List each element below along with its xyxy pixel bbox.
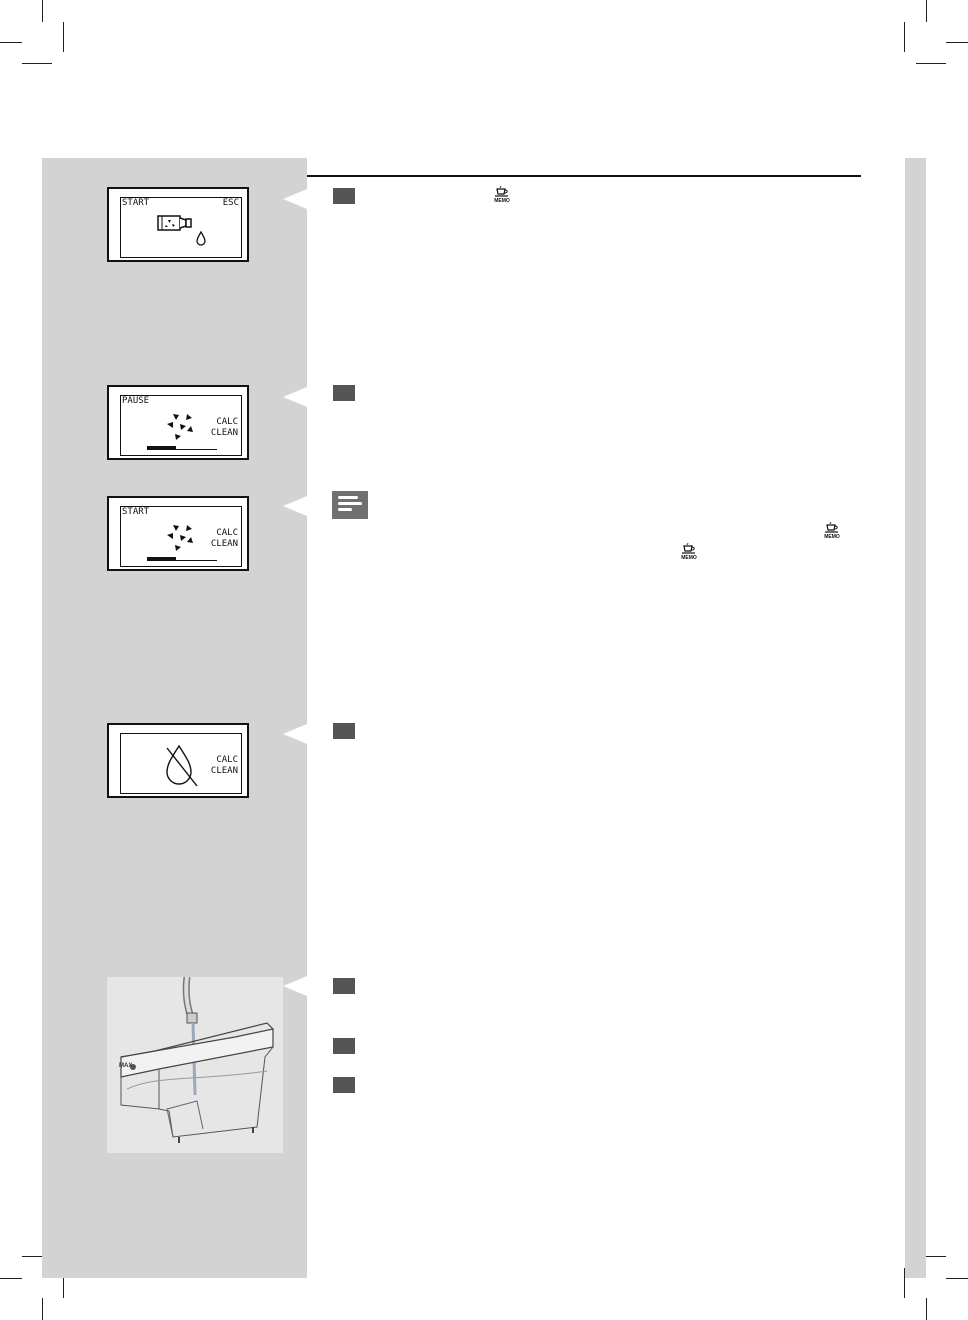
memo-button-icon: MEMO (677, 543, 701, 565)
spinner-icon (167, 525, 193, 551)
crop-mark (946, 1278, 968, 1279)
crop-mark (63, 22, 64, 52)
lcd-right-label: ESC (222, 198, 239, 208)
step-number-box (333, 723, 355, 739)
lcd-left-label: START (122, 198, 150, 208)
tank-max-mark: MAX (119, 1063, 133, 1069)
crop-mark (926, 0, 927, 22)
step-number-box (333, 1038, 355, 1054)
crop-mark (904, 1268, 905, 1298)
memo-button-icon: MEMO (820, 522, 844, 544)
crop-mark (916, 63, 946, 64)
lcd-screen: PAUSE CALC CLEAN (120, 395, 242, 456)
crop-mark (42, 1298, 43, 1320)
right-margin-bar (905, 158, 926, 1278)
crop-mark (42, 0, 43, 22)
lcd-display-empty-tank: CALC CLEAN (107, 723, 249, 798)
progress-fill (147, 557, 177, 561)
crop-mark (22, 1256, 52, 1257)
note-line (338, 502, 362, 505)
crop-mark (926, 1298, 927, 1320)
memo-label: MEMO (681, 555, 697, 561)
crop-mark (916, 1256, 946, 1257)
crop-mark (904, 22, 905, 52)
lcd-left-label: PAUSE (122, 396, 150, 406)
cup-icon (825, 522, 838, 533)
lcd-display-start-esc: START ESC (107, 187, 249, 262)
lcd-display-pause: PAUSE CALC CLEAN (107, 385, 249, 460)
lcd-calc-label: CALC (216, 528, 238, 538)
lcd-clean-label: CLEAN (210, 766, 238, 776)
step-number-box (333, 385, 355, 401)
lcd-display-start: START CALC CLEAN (107, 496, 249, 571)
lcd-screen: START CALC CLEAN (120, 506, 242, 567)
lcd-clean-label: CLEAN (210, 428, 238, 438)
progress-bar (147, 446, 217, 450)
crop-mark (0, 1278, 22, 1279)
crossed-drop-icon (166, 744, 198, 787)
crop-mark (63, 1268, 64, 1298)
lcd-screen: START ESC (120, 197, 242, 258)
crop-mark (0, 42, 22, 43)
lcd-calc-label: CALC (216, 755, 238, 765)
crop-mark (22, 63, 52, 64)
callout-pointer (283, 387, 307, 407)
memo-label: MEMO (494, 198, 510, 204)
step-number-box (333, 978, 355, 994)
note-icon (332, 491, 368, 519)
water-tank-drawing (120, 976, 274, 1143)
callout-pointer (283, 976, 307, 996)
progress-fill (147, 446, 177, 450)
crop-mark (946, 42, 968, 43)
progress-bar (147, 557, 217, 561)
memo-label: MEMO (824, 534, 840, 540)
lcd-calc-label: CALC (216, 417, 238, 427)
callout-pointer (283, 724, 307, 744)
water-tank-illustration: MAX (107, 976, 283, 1153)
lcd-screen: CALC CLEAN (120, 733, 242, 794)
step-number-box (333, 188, 355, 204)
callout-pointer (283, 189, 307, 209)
cup-icon (682, 543, 695, 554)
lcd-clean-label: CLEAN (210, 539, 238, 549)
callout-pointer (283, 496, 307, 516)
note-line (338, 508, 352, 511)
memo-button-icon: MEMO (490, 186, 514, 208)
header-rule (307, 175, 861, 177)
bottle-drop-icon (157, 215, 206, 246)
cup-icon (495, 186, 508, 197)
step-number-box (333, 1077, 355, 1093)
lcd-left-label: START (122, 507, 150, 517)
spinner-icon (167, 414, 193, 440)
note-line (338, 496, 358, 499)
